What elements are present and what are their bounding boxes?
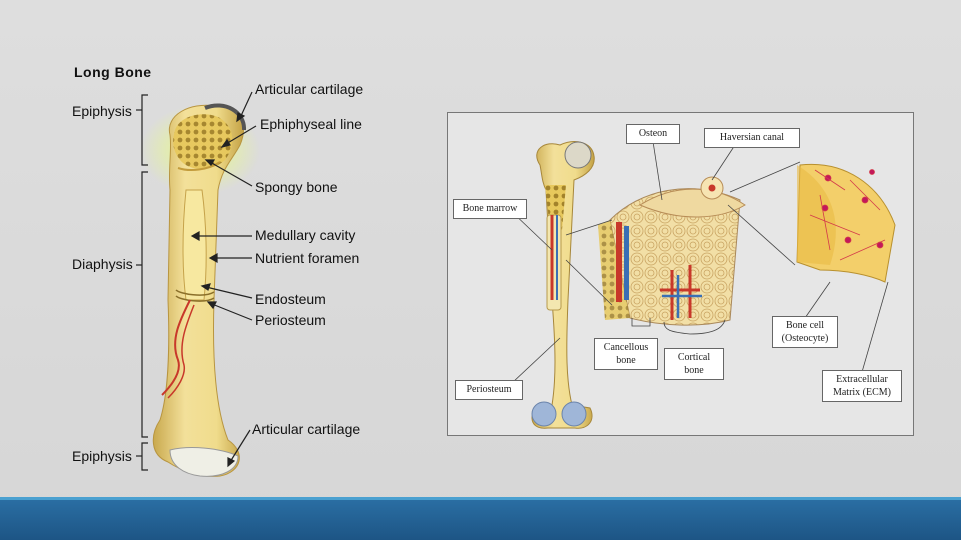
epiphysis-bottom-bracket (136, 442, 148, 471)
cancellous-bone-label: Cancellous bone (594, 338, 658, 370)
ecm-label: Extracellular Matrix (ECM) (822, 370, 902, 402)
diaphysis-bracket (136, 171, 148, 438)
osteocyte-figure (796, 163, 896, 283)
nutrient-foramen-label: Nutrient foramen (255, 250, 360, 266)
osteon-label: Osteon (626, 124, 680, 144)
articular-cartilage-bottom-label: Articular cartilage (252, 421, 361, 437)
small-bone-figure (531, 141, 595, 429)
cortical-section-figure (598, 176, 746, 326)
epiphysis-bottom-label: Epiphysis (72, 448, 132, 464)
articular-cartilage-top-label: Articular cartilage (255, 81, 364, 97)
epiphysis-top-bracket (136, 94, 148, 166)
spongy-bone-label: Spongy bone (255, 179, 338, 195)
pointer-arrows (190, 91, 257, 468)
periosteum-detail-label: Periosteum (455, 380, 523, 400)
medullary-cavity-label: Medullary cavity (255, 227, 356, 243)
endosteum-label: Endosteum (255, 291, 326, 307)
cortical-bone-label: Cortical bone (664, 348, 724, 380)
footer-bar (0, 497, 961, 540)
long-bone-figure (140, 103, 260, 477)
epiphysis-top-label: Epiphysis (72, 103, 132, 119)
epiphyseal-line-label: Ephiphyseal line (260, 116, 362, 132)
haversian-canal-label: Haversian canal (704, 128, 800, 148)
bone-cell-label: Bone cell (Osteocyte) (772, 316, 838, 348)
bone-marrow-label: Bone marrow (453, 199, 527, 219)
diaphysis-label: Diaphysis (72, 256, 133, 272)
page-title: Long Bone (74, 64, 152, 80)
detail-leader-lines (509, 134, 889, 384)
periosteum-label: Periosteum (255, 312, 326, 328)
